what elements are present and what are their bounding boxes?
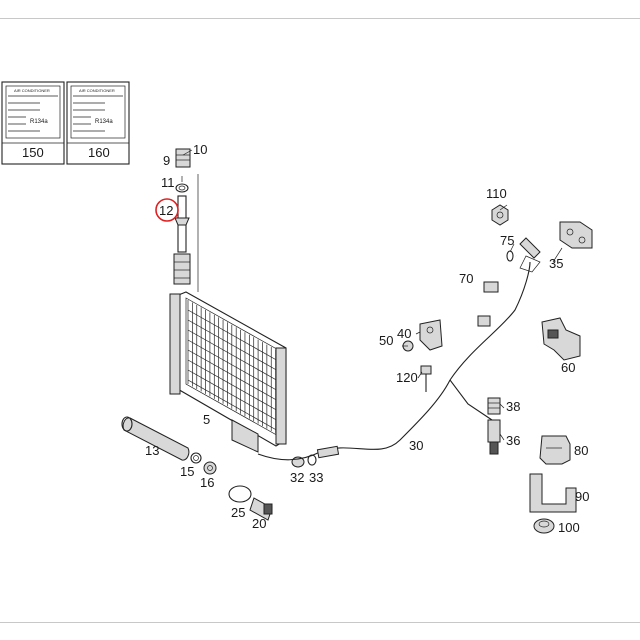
part-label-100[interactable]: 100 xyxy=(558,520,580,535)
part-label-13[interactable]: 13 xyxy=(145,443,159,458)
part-label-30[interactable]: 30 xyxy=(409,438,423,453)
part-label-110[interactable]: 110 xyxy=(486,186,507,201)
condenser-tube xyxy=(187,349,281,403)
condenser-tube xyxy=(187,379,281,433)
drier-ring[interactable] xyxy=(175,183,189,193)
pipe-fitting[interactable] xyxy=(519,237,541,273)
expansion-valve-35[interactable] xyxy=(559,221,593,249)
bracket-40[interactable] xyxy=(419,319,443,351)
label-150-title: AIR CONDITIONER xyxy=(14,88,50,93)
o-ring-15[interactable] xyxy=(190,452,202,464)
suction-hose-70[interactable] xyxy=(439,252,517,342)
part-label-80[interactable]: 80 xyxy=(574,443,588,458)
grommet-100[interactable] xyxy=(533,518,555,534)
highlight-ring-12 xyxy=(155,198,179,222)
nut-110[interactable] xyxy=(491,204,509,226)
sensor-38[interactable] xyxy=(487,397,501,415)
part-label-60[interactable]: 60 xyxy=(561,360,575,375)
part-label-5[interactable]: 5 xyxy=(203,412,210,427)
condenser-tube xyxy=(187,359,281,413)
part-label-11[interactable]: 11 xyxy=(161,175,175,190)
bracket-90[interactable] xyxy=(529,473,577,513)
condenser-tube xyxy=(187,339,281,393)
part-label-9[interactable]: 9 xyxy=(163,153,170,168)
part-label-120[interactable]: 120 xyxy=(396,370,418,385)
part-label-38[interactable]: 38 xyxy=(506,399,520,414)
condenser-tube xyxy=(187,369,281,423)
pressure-switch-20[interactable] xyxy=(249,497,273,521)
part-label-32[interactable]: 32 xyxy=(290,470,304,485)
switch-36[interactable] xyxy=(487,419,501,455)
condenser-tube xyxy=(187,329,281,383)
condenser[interactable] xyxy=(169,291,287,453)
seal-ring-25[interactable] xyxy=(228,485,252,503)
plug-16[interactable] xyxy=(203,461,217,475)
refrigerant-line-30[interactable] xyxy=(257,261,531,461)
bracket-60[interactable] xyxy=(541,317,581,361)
bolt-120[interactable] xyxy=(420,365,432,392)
part-label-35[interactable]: 35 xyxy=(549,256,563,271)
part-label-12[interactable]: 12 xyxy=(159,203,173,218)
part-label-40[interactable]: 40 xyxy=(397,326,411,341)
condenser-tube xyxy=(187,319,281,373)
drier-cylinder[interactable] xyxy=(121,416,190,461)
part-label-20[interactable]: 20 xyxy=(252,516,266,531)
part-label-10[interactable]: 10 xyxy=(193,142,207,157)
drier-cap[interactable] xyxy=(175,148,191,168)
part-label-16[interactable]: 16 xyxy=(200,475,214,490)
label-box-150-number: 150 xyxy=(22,145,44,160)
part-label-33[interactable]: 33 xyxy=(309,470,323,485)
drier-cartridge[interactable] xyxy=(173,195,191,285)
leader-lines xyxy=(181,149,563,441)
label-box-160-number: 160 xyxy=(88,145,110,160)
label-box-160[interactable]: AIR CONDITIONER R134a 160 xyxy=(66,81,130,165)
clip-80[interactable] xyxy=(539,435,571,465)
label-160-code: R134a xyxy=(95,119,113,125)
part-label-50[interactable]: 50 xyxy=(379,333,393,348)
part-label-36[interactable]: 36 xyxy=(506,433,520,448)
label-160-title: AIR CONDITIONER xyxy=(79,88,115,93)
label-150-code: R134a xyxy=(30,119,48,125)
part-label-90[interactable]: 90 xyxy=(575,489,589,504)
label-box-150[interactable]: AIR CONDITIONER R134a 150 xyxy=(1,81,65,165)
part-label-15[interactable]: 15 xyxy=(180,464,194,479)
part-label-75[interactable]: 75 xyxy=(500,233,514,248)
part-label-25[interactable]: 25 xyxy=(231,505,245,520)
condenser-tube xyxy=(187,309,281,363)
diagram-frame xyxy=(0,18,640,623)
part-label-70[interactable]: 70 xyxy=(459,271,473,286)
o-ring-75[interactable] xyxy=(506,250,514,262)
